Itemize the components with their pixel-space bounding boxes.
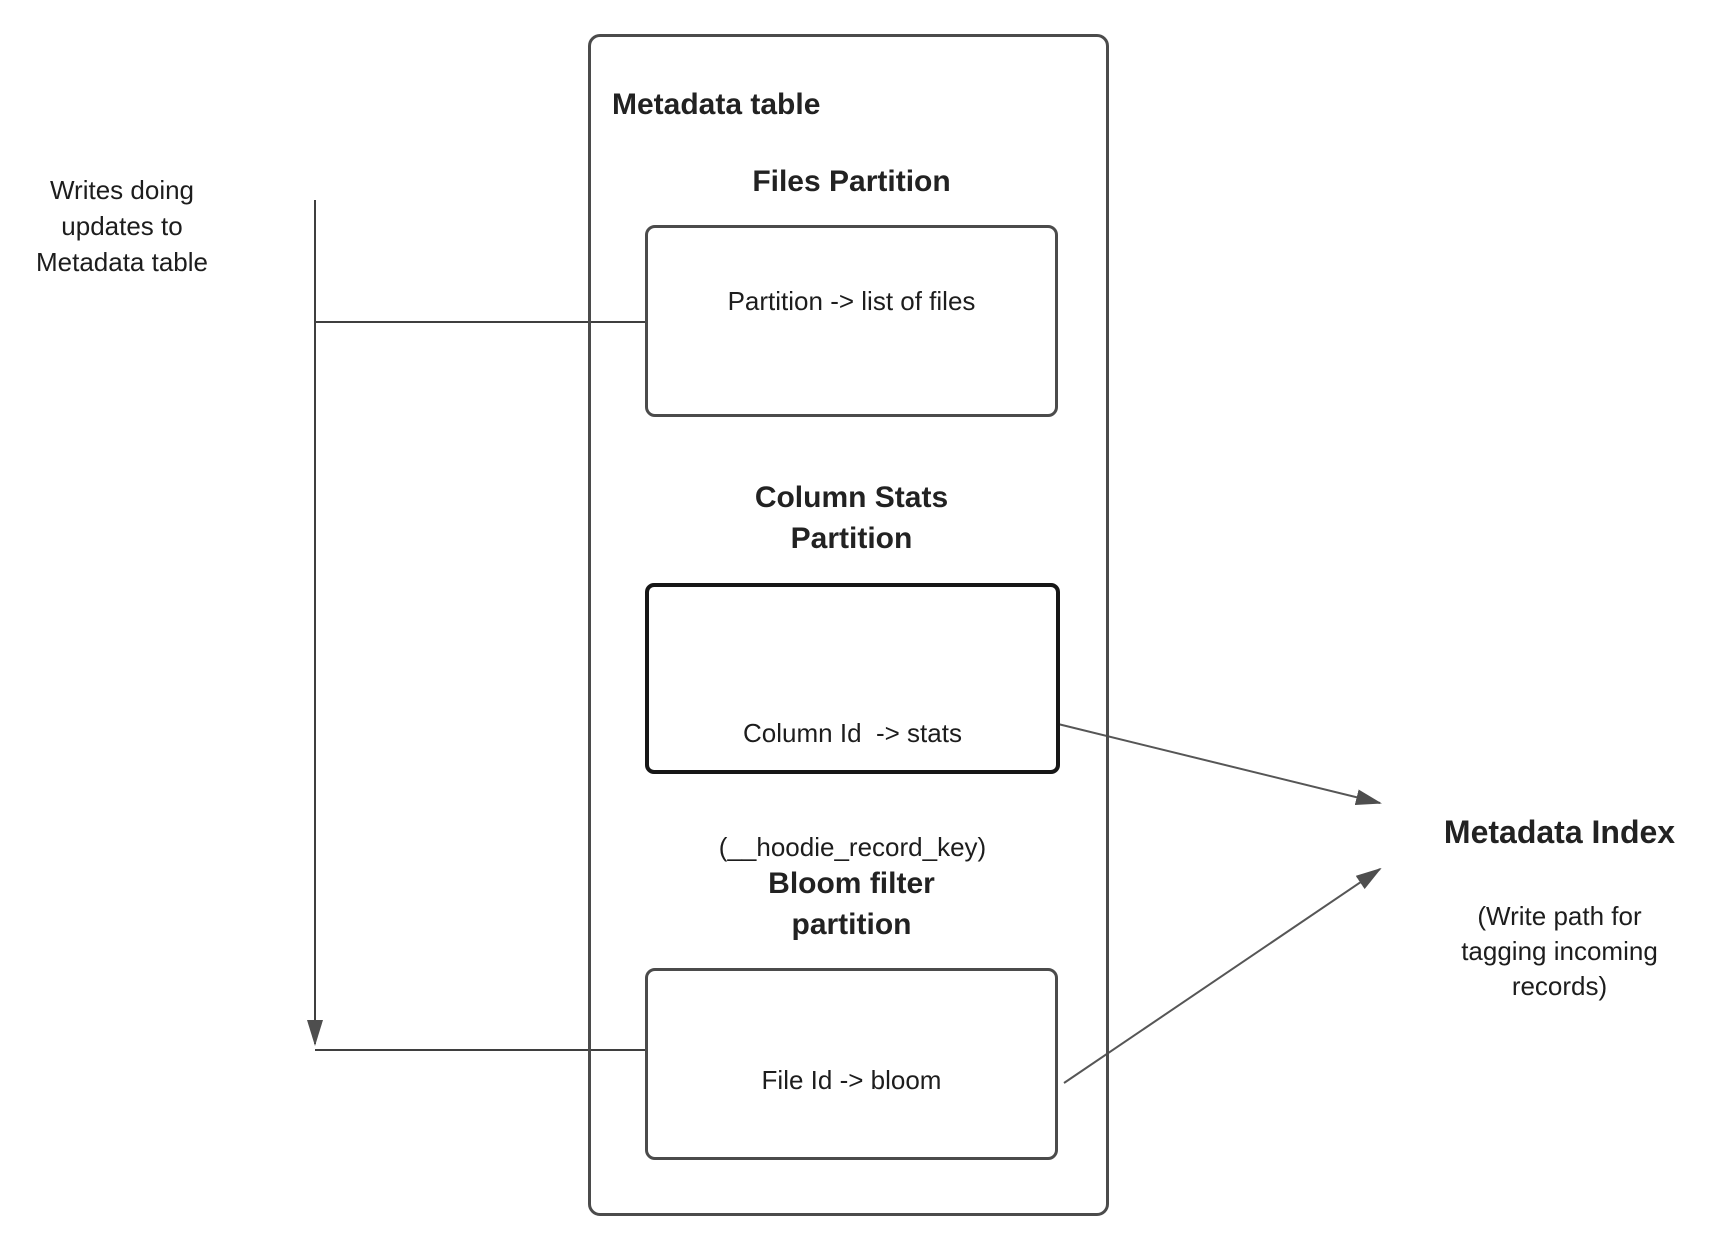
metadata-index-note: (Write path for tagging incoming records… <box>1412 899 1707 1004</box>
column-stats-partition-box: Column Id -> stats (__hoodie_record_key) <box>645 583 1060 862</box>
writes-note: Writes doing updates to Metadata table <box>12 172 232 280</box>
files-partition-heading: Files Partition <box>752 165 951 198</box>
bloom-filter-partition-heading: Bloom filter partition <box>645 863 1058 945</box>
metadata-index-note-line: records) <box>1511 971 1608 1001</box>
column-stats-mapping-line: Column Id -> stats <box>743 718 962 748</box>
bloom-filter-heading-line: Bloom filter <box>768 867 935 900</box>
metadata-table-container <box>588 34 1109 1216</box>
writes-note-line: updates to <box>61 211 183 241</box>
column-stats-heading-line: Column Stats <box>754 481 949 514</box>
files-partition-mapping: Partition -> list of files <box>727 286 976 316</box>
metadata-table-title: Metadata table <box>612 88 821 121</box>
writes-note-line: Metadata table <box>35 247 208 277</box>
column-stats-heading-line: Partition <box>790 522 913 555</box>
metadata-index-note-line: tagging incoming <box>1461 936 1658 966</box>
bloom-filter-partition-box: File Id -> bloom <box>645 968 1058 1160</box>
metadata-index-note-line: (Write path for <box>1477 901 1642 931</box>
bloom-filter-heading-line: partition <box>791 908 912 941</box>
column-stats-mapping: Column Id -> stats (__hoodie_record_key) <box>649 638 1056 942</box>
writes-note-line: Writes doing <box>49 175 195 205</box>
column-stats-partition-heading: Column Stats Partition <box>645 477 1058 559</box>
metadata-index-title: Metadata Index <box>1443 814 1676 850</box>
files-partition-box: Partition -> list of files <box>645 225 1058 417</box>
bloom-to-index-arrow <box>1063 867 1382 1084</box>
bloom-filter-mapping: File Id -> bloom <box>761 1065 942 1095</box>
column-stats-mapping-line: (__hoodie_record_key) <box>718 832 987 862</box>
